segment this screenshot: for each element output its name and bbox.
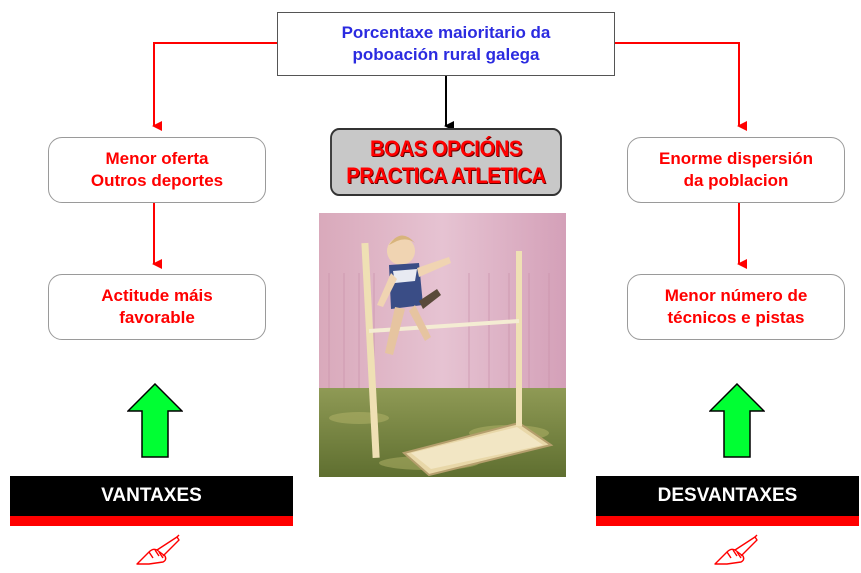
writing-hand-icon bbox=[135, 534, 181, 568]
center-box-line2: PRACTICA ATLETICA bbox=[346, 163, 546, 188]
writing-hand-icon bbox=[713, 534, 759, 568]
left-box2-line2: favorable bbox=[119, 308, 195, 327]
left-box-actitude: Actitude máis favorable bbox=[48, 274, 266, 340]
right-box2-line1: Menor número de bbox=[664, 285, 808, 305]
desvantaxes-label: DESVANTAXES bbox=[657, 485, 798, 506]
right-box1-line1: Enorme dispersión bbox=[659, 148, 813, 168]
vantaxes-label: VANTAXES bbox=[101, 485, 202, 506]
green-up-arrow-icon bbox=[708, 382, 766, 458]
left-box-menor-oferta: Menor oferta Outros deportes bbox=[48, 137, 266, 203]
right-box1-line2: da poblacion bbox=[683, 171, 789, 190]
vantaxes-underline bbox=[10, 516, 293, 526]
connector-top-left bbox=[152, 42, 277, 131]
green-up-arrow-icon bbox=[126, 382, 184, 458]
left-box1-line1: Menor oferta bbox=[105, 148, 209, 168]
left-box2-line1: Actitude máis bbox=[101, 285, 213, 305]
left-box1-line2: Outros deportes bbox=[90, 171, 224, 190]
top-box-line2: poboación rural galega bbox=[352, 45, 540, 64]
right-box-dispersion: Enorme dispersión da poblacion bbox=[627, 137, 845, 203]
desvantaxes-underline bbox=[596, 516, 859, 526]
center-box: BOAS OPCIÓNS PRACTICA ATLETICA bbox=[330, 128, 562, 196]
high-jump-photo bbox=[319, 213, 566, 477]
right-box2-line2: técnicos e pistas bbox=[667, 308, 805, 327]
center-box-line1: BOAS OPCIÓNS bbox=[370, 135, 522, 161]
vantaxes-label-bar: VANTAXES bbox=[10, 476, 293, 516]
top-box-line1: Porcentaxe maioritario da bbox=[341, 22, 551, 42]
top-box: Porcentaxe maioritario da poboación rura… bbox=[277, 12, 615, 76]
right-box-tecnicos: Menor número de técnicos e pistas bbox=[627, 274, 845, 340]
connector-top-right bbox=[615, 42, 747, 131]
desvantaxes-label-bar: DESVANTAXES bbox=[596, 476, 859, 516]
